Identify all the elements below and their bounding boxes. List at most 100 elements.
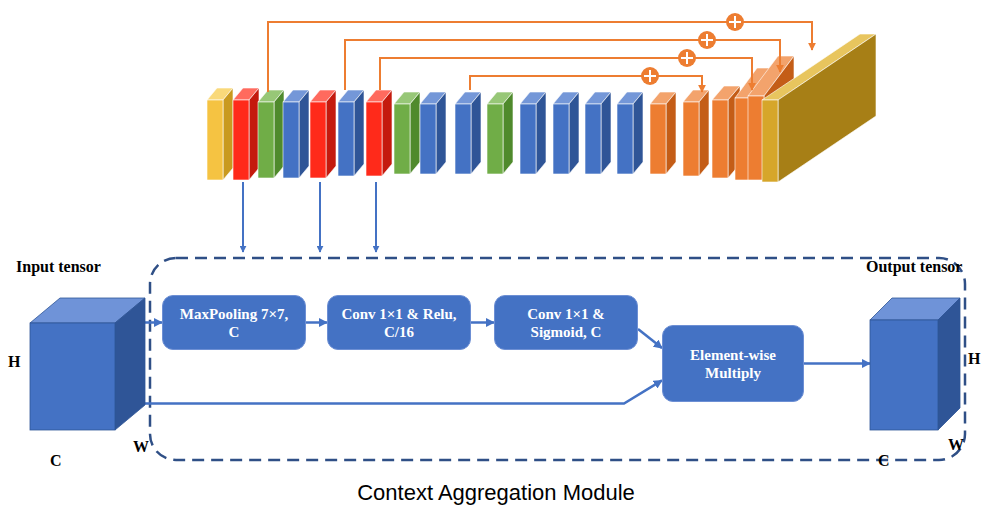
- skip-connections: [268, 22, 812, 92]
- width-label: W: [133, 438, 149, 456]
- multiply-box: Element-wise Multiply: [662, 325, 804, 402]
- box-text: MaxPooling 7×7, C: [169, 303, 299, 343]
- input-tensor: Input tensorHWC: [30, 298, 145, 430]
- block-side: [410, 92, 420, 174]
- block-side: [354, 90, 364, 176]
- block-side: [633, 92, 643, 174]
- layer-block: [233, 88, 259, 180]
- block-front: [366, 102, 382, 176]
- block-front: [683, 102, 699, 176]
- width-label: W: [948, 436, 964, 454]
- layer-block: [258, 90, 284, 178]
- block-front: [394, 104, 410, 174]
- cube-side: [115, 298, 145, 430]
- block-front: [553, 104, 569, 174]
- block-front: [520, 104, 536, 174]
- box-text: Element-wise Multiply: [669, 344, 797, 384]
- block-side: [503, 92, 513, 174]
- layer-block: [683, 90, 709, 176]
- layer-blocks: [207, 34, 876, 182]
- module-pointers: [243, 182, 376, 252]
- layer-block: [553, 92, 579, 174]
- skip-line: [345, 40, 780, 90]
- block-front: [585, 104, 601, 174]
- layer-block: [394, 92, 420, 174]
- flow-arrow: [804, 362, 870, 365]
- block-front: [283, 102, 299, 178]
- layer-block: [455, 92, 481, 174]
- tensor-title: Output tensor: [866, 258, 962, 276]
- block-side: [223, 88, 233, 180]
- block-front: [650, 104, 666, 174]
- layer-block: [310, 90, 336, 178]
- block-front: [487, 104, 503, 174]
- skip-line: [380, 58, 752, 90]
- block-front: [420, 104, 436, 174]
- tensor-cube: [30, 298, 145, 430]
- block-side: [382, 90, 392, 176]
- layer-block: [487, 92, 513, 174]
- pointer-arrow: [242, 182, 244, 252]
- block-side: [249, 88, 259, 180]
- layer-block: [283, 90, 309, 178]
- layer-block: [366, 90, 392, 176]
- layer-block: [338, 90, 364, 176]
- block-front: [310, 102, 326, 178]
- block-side: [471, 92, 481, 174]
- add-symbol: [698, 31, 716, 49]
- skip-line: [470, 76, 702, 92]
- height-label: H: [968, 350, 980, 368]
- output-tensor: Output tensorHWC: [870, 298, 960, 430]
- flow-arrow: [471, 321, 494, 324]
- pointer-arrow: [375, 182, 377, 252]
- block-side: [601, 92, 611, 174]
- add-symbol: [678, 49, 696, 67]
- block-side: [326, 90, 336, 178]
- block-front: [207, 100, 223, 180]
- layer-block: [585, 92, 611, 174]
- block-front: [258, 102, 274, 178]
- box-text: Conv 1×1 & Relu, C/16: [334, 303, 464, 343]
- block-side: [569, 92, 579, 174]
- box-text: Conv 1×1 & Sigmoid, C: [501, 303, 631, 343]
- cube-front: [870, 320, 938, 430]
- layer-block: [650, 92, 676, 174]
- block-side: [699, 90, 709, 176]
- add-symbol: [641, 67, 659, 85]
- block-front: [748, 96, 764, 180]
- channel-label: C: [50, 452, 62, 470]
- layer-block: [420, 92, 446, 174]
- block-front: [712, 100, 728, 178]
- tensor-title: Input tensor: [16, 258, 101, 276]
- block-side: [536, 92, 546, 174]
- block-side: [436, 92, 446, 174]
- cube-side: [938, 298, 960, 430]
- block-side: [666, 92, 676, 174]
- module-boundary: [150, 258, 965, 460]
- flow-arrow: [145, 380, 662, 403]
- height-label: H: [8, 353, 20, 371]
- skip-line: [268, 22, 812, 92]
- process-box: Conv 1×1 & Sigmoid, C: [494, 295, 638, 350]
- caption: Context Aggregation Module: [0, 480, 992, 506]
- layer-block: [617, 92, 643, 174]
- layer-block: [207, 88, 233, 180]
- process-box: MaxPooling 7×7, C: [162, 295, 306, 350]
- process-box: Conv 1×1 & Relu, C/16: [327, 295, 471, 350]
- tensor-cube: [870, 298, 960, 430]
- flow-arrow: [306, 321, 327, 324]
- flow-arrow: [638, 329, 662, 348]
- block-front: [617, 104, 633, 174]
- block-front: [338, 102, 354, 176]
- layer-block: [520, 92, 546, 174]
- cube-front: [30, 323, 115, 430]
- channel-label: C: [878, 452, 890, 470]
- pointer-arrow: [319, 182, 321, 252]
- add-symbols: [641, 13, 744, 85]
- add-symbol: [726, 13, 744, 31]
- block-side: [299, 90, 309, 178]
- block-side: [274, 90, 284, 178]
- block-front: [455, 104, 471, 174]
